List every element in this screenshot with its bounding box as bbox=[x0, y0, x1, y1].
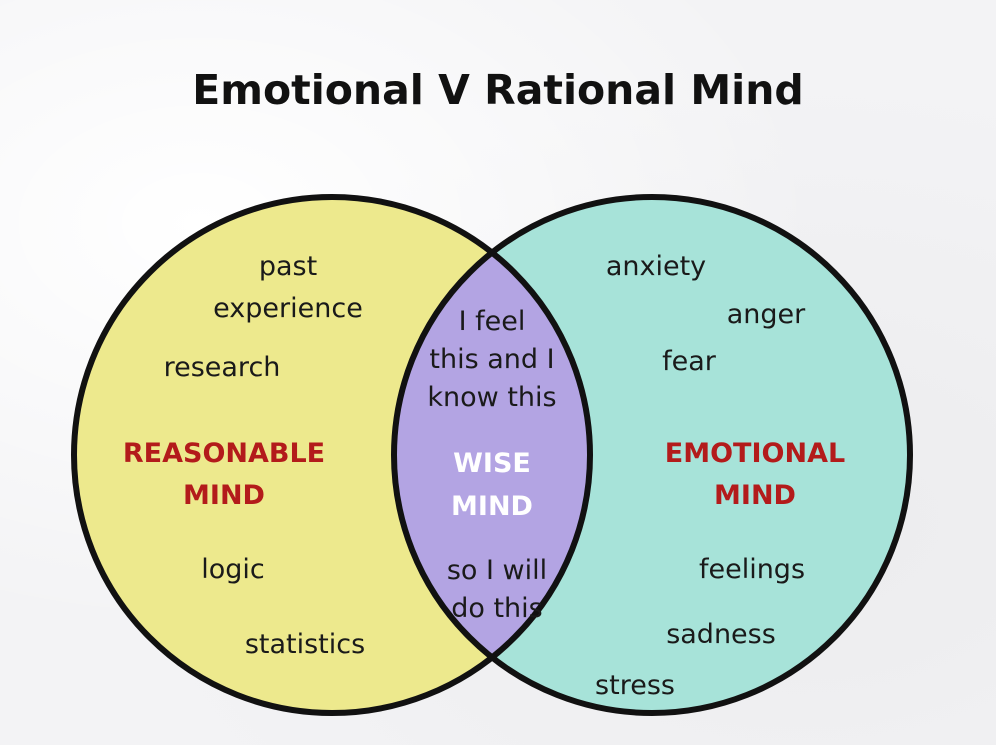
word-sadness: sadness bbox=[666, 619, 776, 650]
wise-mind-overlap bbox=[394, 197, 590, 713]
word-logic: logic bbox=[201, 554, 265, 585]
word-feelings: feelings bbox=[699, 554, 805, 585]
wise-mind-heading-line1: WISE bbox=[453, 448, 531, 479]
reasonable-mind-heading-line2: MIND bbox=[183, 480, 265, 511]
right-circle-outline bbox=[391, 194, 913, 716]
wise-top-line3: know this bbox=[427, 382, 556, 413]
word-statistics: statistics bbox=[245, 629, 365, 660]
emotional-mind-heading-line2: MIND bbox=[714, 480, 796, 511]
word-experience: experience bbox=[213, 293, 363, 324]
reasonable-mind-heading-line1: REASONABLE bbox=[123, 438, 325, 469]
word-research: research bbox=[164, 352, 281, 383]
wise-bottom-line2: do this bbox=[451, 593, 543, 624]
diagram-title: Emotional V Rational Mind bbox=[192, 66, 804, 114]
word-fear: fear bbox=[662, 346, 717, 377]
left-circle-outline bbox=[71, 194, 593, 716]
emotional-mind-heading-line1: EMOTIONAL bbox=[665, 438, 845, 469]
word-past: past bbox=[259, 251, 317, 282]
wise-top-line2: this and I bbox=[429, 344, 554, 375]
wise-bottom-line1: so I will bbox=[447, 555, 547, 586]
word-anxiety: anxiety bbox=[606, 251, 706, 282]
wise-top-line1: I feel bbox=[459, 306, 526, 337]
wise-mind-heading-line2: MIND bbox=[451, 491, 533, 522]
word-stress: stress bbox=[595, 670, 675, 701]
word-anger: anger bbox=[727, 299, 806, 330]
